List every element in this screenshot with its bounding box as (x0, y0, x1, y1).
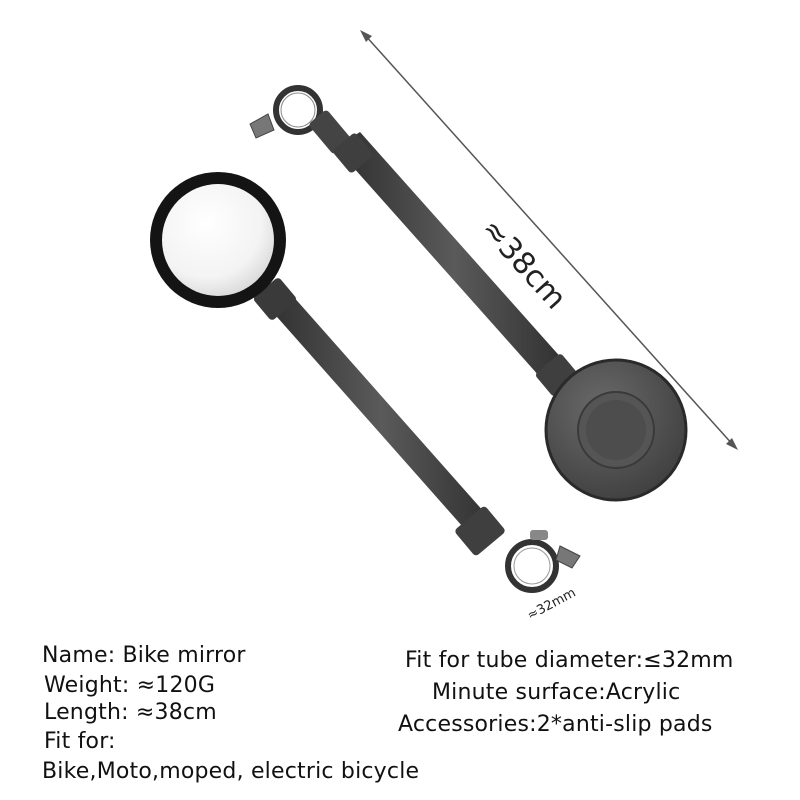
spec-fit-for-heading: Fit for: (44, 729, 116, 754)
mirror-glass (162, 184, 274, 296)
spec-surface: Minute surface:Acrylic (432, 680, 681, 705)
spec-tube-diameter: Fit for tube diameter:≤32mm (405, 648, 734, 673)
spec-accessories: Accessories:2*anti-slip pads (398, 712, 713, 737)
mirror-front-view (150, 172, 581, 593)
top-clamp (249, 85, 351, 154)
product-photo: ≈38cm ≈32mm (150, 30, 738, 624)
spec-fit-for-value: Bike,Moto,moped, electric bicycle (42, 759, 420, 784)
spec-length: Length: ≈38cm (44, 700, 217, 725)
mirror-back-view (249, 85, 688, 502)
length-dimension-arrow (360, 30, 738, 450)
spec-weight: Weight: ≈120G (44, 673, 216, 698)
bottom-clamp (505, 530, 581, 593)
spec-name: Name: Bike mirror (42, 643, 246, 668)
